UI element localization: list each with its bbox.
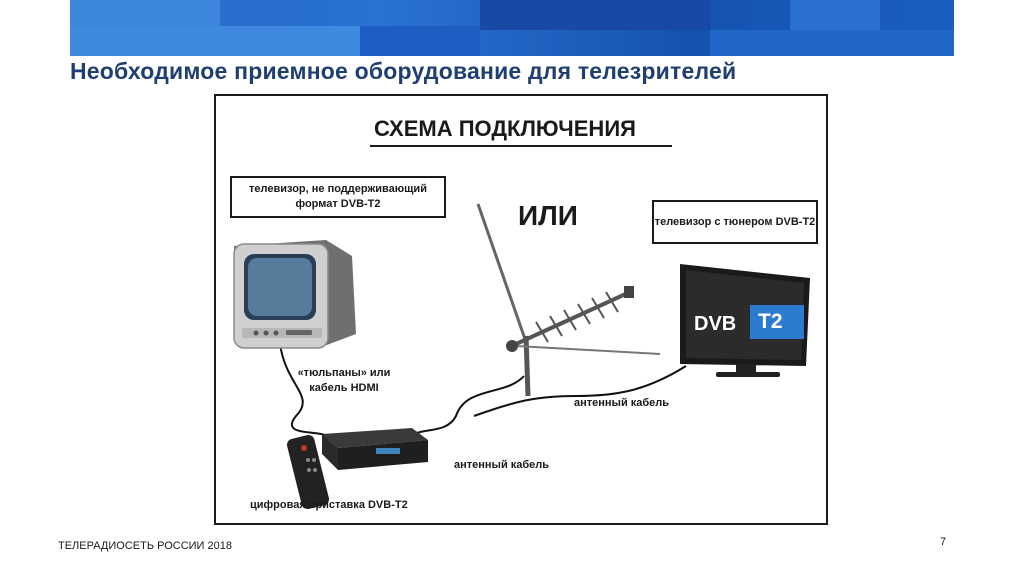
antenna-icon bbox=[478, 204, 660, 396]
heading-underline bbox=[370, 145, 672, 147]
footer-text: ТЕЛЕРАДИОСЕТЬ РОССИИ 2018 bbox=[58, 540, 232, 552]
or-label: ИЛИ bbox=[518, 200, 578, 232]
set-top-box-label: цифровая приставка DVB-T2 bbox=[250, 498, 408, 513]
old-tv-label: телевизор, не поддерживающий формат DVB-… bbox=[230, 176, 446, 218]
antenna-cable-label-right: антенный кабель bbox=[574, 396, 669, 411]
screen-logo-dvb: DVB bbox=[694, 313, 736, 335]
slide-title: Необходимое приемное оборудование для те… bbox=[70, 58, 950, 85]
page-number: 7 bbox=[940, 536, 946, 548]
set-top-box-icon bbox=[322, 428, 428, 470]
diagram-heading: СХЕМА ПОДКЛЮЧЕНИЯ bbox=[374, 116, 636, 142]
antenna-cable-label-lower: антенный кабель bbox=[454, 458, 549, 473]
connection-diagram: СХЕМА ПОДКЛЮЧЕНИЯ телевизор, не поддержи… bbox=[214, 94, 828, 525]
rca-hdmi-cable-label: «тюльпаны» или кабель HDMI bbox=[294, 366, 394, 396]
antenna-cable-to-box bbox=[412, 376, 524, 438]
screen-logo-t2: T2 bbox=[758, 310, 783, 334]
new-tv-label: телевизор с тюнером DVB-T2 bbox=[652, 200, 818, 244]
crt-tv-icon bbox=[234, 240, 356, 348]
header-banner bbox=[70, 0, 954, 56]
